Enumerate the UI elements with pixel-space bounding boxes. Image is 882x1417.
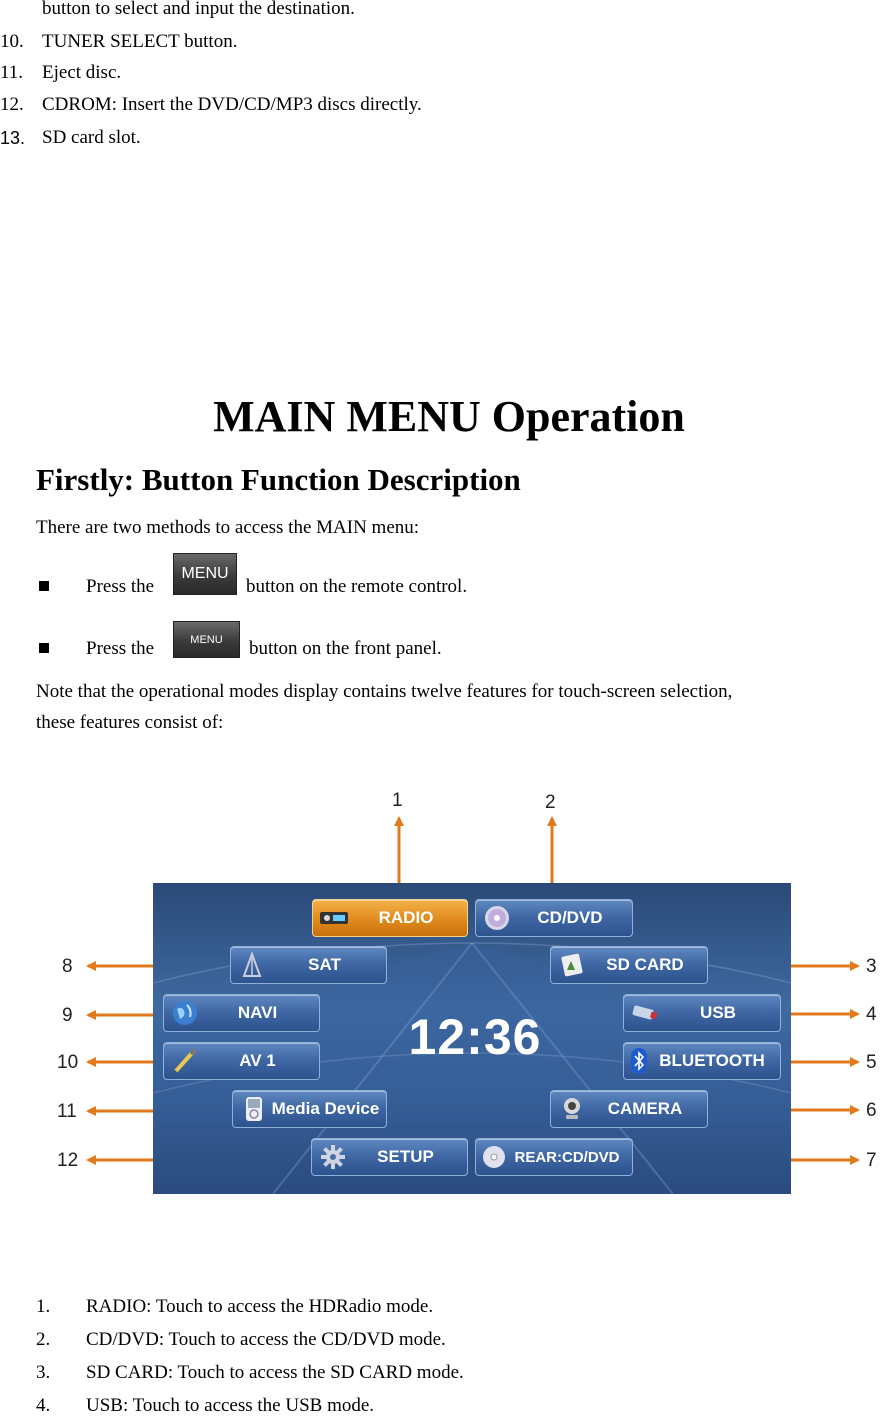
callout-9: 9 [62, 1005, 73, 1026]
sdcard-button[interactable]: SD CARD [550, 946, 708, 984]
callout-8: 8 [62, 956, 73, 977]
callout-4: 4 [866, 1004, 877, 1025]
disc-icon [482, 905, 512, 931]
list-number: 12. [0, 94, 24, 115]
panel-menu-button-image: MENU [173, 621, 240, 658]
list-number: 13. [0, 128, 26, 148]
bullet-marker [39, 581, 49, 591]
callout-1: 1 [392, 790, 403, 811]
bluetooth-icon [630, 1048, 648, 1074]
list-number: 4. [36, 1395, 51, 1416]
list-number: 2. [36, 1329, 51, 1350]
bullet-marker [39, 643, 49, 653]
callout-7: 7 [866, 1150, 877, 1171]
satellite-icon [237, 952, 267, 978]
list-number: 11. [0, 62, 24, 83]
bullet-text-after: button on the remote control. [246, 576, 468, 597]
list-number: 10. [0, 31, 24, 52]
callout-11: 11 [57, 1101, 77, 1122]
bullet-text-after: button on the front panel. [249, 638, 442, 659]
usb-icon [630, 1000, 660, 1026]
bullet-text-before: Press the [86, 638, 155, 659]
av-cable-icon [170, 1048, 200, 1074]
radio-icon [319, 905, 349, 931]
main-menu-screen: RADIO CD/DVD SAT SD CARD NAVI USB AV 1 B… [153, 883, 791, 1194]
sat-button[interactable]: SAT [230, 946, 387, 984]
callout-6: 6 [866, 1100, 877, 1121]
sdcard-icon [557, 952, 587, 978]
gear-icon [318, 1144, 348, 1170]
list-number: 1. [36, 1296, 51, 1317]
globe-icon [170, 1000, 200, 1026]
bluetooth-button[interactable]: BLUETOOTH [623, 1042, 781, 1080]
callout-10: 10 [57, 1052, 79, 1073]
list-item: CDROM: Insert the DVD/CD/MP3 discs direc… [42, 94, 422, 115]
setup-button[interactable]: SETUP [311, 1138, 468, 1176]
callout-3: 3 [866, 956, 877, 977]
list-item: SD CARD: Touch to access the SD CARD mod… [86, 1362, 464, 1383]
media-player-icon [239, 1096, 269, 1122]
list-number: 3. [36, 1362, 51, 1383]
remote-menu-button-image: MENU [173, 553, 237, 595]
cddvd-button[interactable]: CD/DVD [475, 899, 633, 937]
section-title: Firstly: Button Function Description [36, 462, 521, 497]
intro-text: There are two methods to access the MAIN… [36, 517, 420, 538]
note-text: these features consist of: [36, 712, 224, 733]
webcam-icon [557, 1096, 587, 1122]
list-item: SD card slot. [42, 127, 141, 148]
callout-5: 5 [866, 1052, 877, 1073]
list-item: Eject disc. [42, 62, 122, 83]
av1-button[interactable]: AV 1 [163, 1042, 320, 1080]
disc-icon [482, 1144, 506, 1170]
usb-button[interactable]: USB [623, 994, 781, 1032]
clock-display: 12:36 [408, 1009, 542, 1065]
note-text: Note that the operational modes display … [36, 681, 733, 702]
rear-cddvd-button[interactable]: REAR:CD/DVD [475, 1138, 633, 1176]
list-item: CD/DVD: Touch to access the CD/DVD mode. [86, 1329, 446, 1350]
list-item: TUNER SELECT button. [42, 31, 238, 52]
callout-12: 12 [57, 1150, 79, 1171]
media-device-button[interactable]: Media Device [232, 1090, 387, 1128]
radio-button[interactable]: RADIO [312, 899, 468, 937]
bullet-text-before: Press the [86, 576, 155, 597]
navi-button[interactable]: NAVI [163, 994, 320, 1032]
list-item: USB: Touch to access the USB mode. [86, 1395, 375, 1416]
list-item: RADIO: Touch to access the HDRadio mode. [86, 1296, 434, 1317]
page-title: MAIN MENU Operation [213, 392, 685, 441]
callout-2: 2 [545, 792, 556, 813]
list-continuation: button to select and input the destinati… [42, 0, 355, 19]
camera-button[interactable]: CAMERA [550, 1090, 708, 1128]
